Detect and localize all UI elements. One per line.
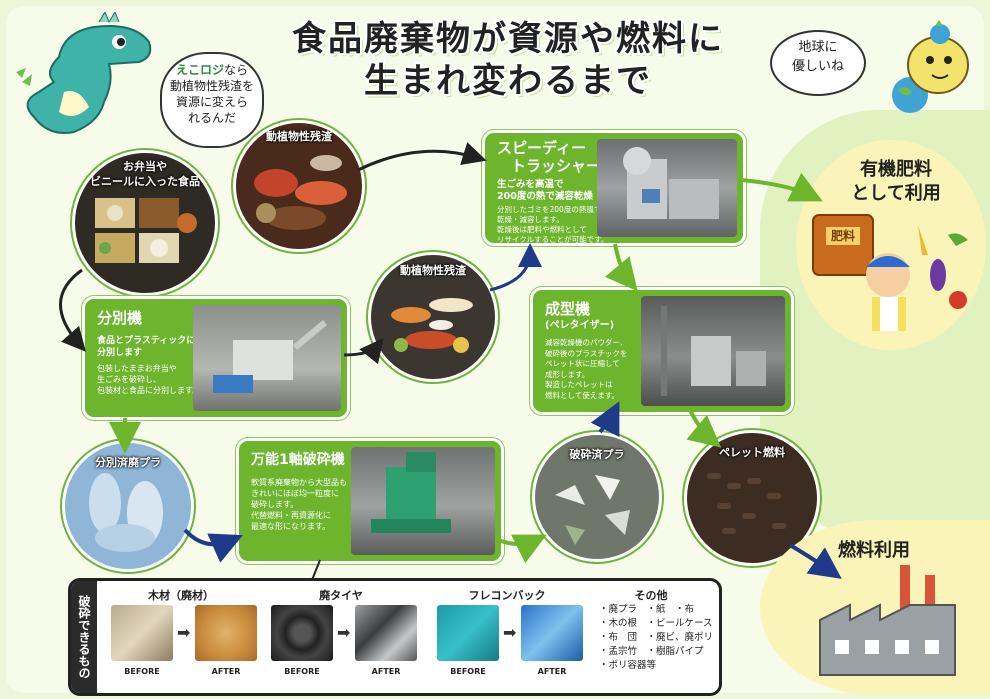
crusher-subtitle: 生ごみを高温で 200度の熱で減容乾燥: [497, 179, 593, 202]
crushable-side-label: 破砕できるもの: [71, 581, 97, 693]
sorter-box: 分別機 食品とプラスティックに 分別します 包装したままお弁当や 生ごみを破砕し…: [82, 296, 350, 420]
shredder-machine-photo: [351, 447, 495, 555]
other-items-title: その他: [634, 589, 668, 602]
wood-after-image: [195, 605, 257, 661]
crusher-heading: スピーディー トラッシャー: [497, 139, 602, 175]
bag-after-image: [521, 605, 583, 661]
fertilizer-bag-label: 肥料: [830, 229, 855, 243]
bag-before-image: [437, 605, 499, 661]
wood-arrow-icon: ➡: [177, 623, 191, 642]
molder-subtitle: (ペレタイザー): [545, 320, 615, 331]
crusher-description: 分別したゴミを200度の熱風で 乾燥・減容します。 乾燥後は肥料や燃料として リ…: [497, 205, 609, 244]
molder-box: 成型機 (ペレタイザー) 減容乾燥機のパウダー、 破砕後のプラスチックを ペレッ…: [530, 287, 794, 415]
crushed-plastic-image: [555, 475, 630, 545]
crushed-plastic-circle: 破砕済プラ: [532, 432, 662, 562]
tire-after-label: AFTER: [371, 667, 401, 676]
earth-speech-bubble: 地球に 優しいね: [770, 30, 866, 96]
fertilizer-use-label: 有機肥料 として利用: [851, 159, 941, 204]
bag-before-label: BEFORE: [450, 667, 486, 676]
bag-after-label: AFTER: [537, 667, 567, 676]
shredder-heading: 万能1軸破砕機: [251, 452, 345, 468]
item-wood-title: 木材（廃材）: [148, 589, 214, 602]
speedy-crusher-box: スピーディー トラッシャー 生ごみを高温で 200度の熱で減容乾燥 分別したゴミ…: [482, 130, 746, 246]
sorter-description: 包装したままお弁当や 生ごみを破砕し、 包装材と食品に分別します。: [97, 364, 201, 395]
page-title: 食品廃棄物が資源や燃料に 生まれ変わるまで: [248, 18, 768, 102]
factory-icon: [819, 565, 956, 676]
item-flexible-bag-title: フレコンバック: [468, 589, 546, 602]
molder-description: 減容乾燥機のパウダー、 破砕後のプラスチックを ペレット状に圧縮して 成形します…: [545, 338, 628, 400]
dino-speech-bubble: えこロジなら 動植物性残渣を 資源に変えら れるんだ: [160, 52, 264, 148]
seafood-residue-image: [254, 155, 347, 230]
shredder-description: 軟質系廃棄物から大型品も きれいにほぼ均一粒度に 破砕します。 代替燃料・再資源…: [251, 478, 347, 531]
dinosaur-mascot-icon: [16, 12, 152, 134]
residue-mid-circle: 動植物性残渣: [368, 252, 498, 382]
crushed-plastic-label: 破砕済プラ: [569, 448, 625, 461]
bento-circle: お弁当や ビニールに入った食品: [72, 150, 218, 296]
tire-before-image: [271, 605, 333, 661]
earth-mascot-icon: [892, 20, 969, 113]
molder-heading: 成型機: [545, 300, 591, 318]
shredder-box: 万能1軸破砕機 軟質系廃棄物から大型品も きれいにほぼ均一粒度に 破砕します。 …: [236, 438, 504, 564]
crusher-machine-photo: [597, 139, 737, 237]
tire-arrow-icon: ➡: [337, 623, 351, 642]
fuel-use-label: 燃料利用: [838, 540, 910, 561]
brand-name: えこロジ: [175, 63, 224, 77]
sorter-machine-photo: [193, 305, 341, 411]
residue-mid-label: 動植物性残渣: [400, 264, 466, 277]
bag-arrow-icon: ➡: [503, 623, 517, 642]
item-tire-title: 廃タイヤ: [319, 589, 363, 602]
pellet-fuel-label: ペレット燃料: [719, 446, 785, 459]
crushable-items-panel: 破砕できるもの 木材（廃材） ➡ BEFORE AFTER 廃タイヤ ➡ BEF…: [68, 578, 722, 696]
tire-after-image: [355, 605, 417, 661]
wood-before-label: BEFORE: [124, 667, 160, 676]
sorter-heading: 分別機: [97, 309, 143, 327]
residue-top-circle: 動植物性残渣: [233, 120, 365, 252]
bento-label: お弁当や ビニールに入った食品: [90, 160, 200, 188]
plastic-bottles-image: [89, 473, 163, 552]
residue-top-label: 動植物性残渣: [266, 130, 332, 143]
bento-food-image: [95, 198, 197, 263]
sorter-subtitle: 食品とプラスティックに 分別します: [97, 336, 196, 358]
wood-after-label: AFTER: [211, 667, 241, 676]
other-items-list: ・廃プラ ・紙 ・布 ・木の根 ・ビールケース ・布 団 ・廃ビ、廃ポリ ・孟宗…: [599, 604, 714, 671]
plastic-sorted-label: 分別済廃プラ: [95, 456, 161, 469]
molder-machine-photo: [641, 296, 785, 406]
pellets-image: [707, 473, 786, 534]
title-line-2: 生まれ変わるまで: [364, 61, 652, 101]
title-line-1: 食品廃棄物が資源や燃料に: [292, 19, 724, 59]
wood-before-image: [111, 605, 173, 661]
tire-before-label: BEFORE: [284, 667, 320, 676]
fertilizer-farmer-icon: [812, 214, 968, 331]
mixed-residue-image: [391, 298, 473, 353]
